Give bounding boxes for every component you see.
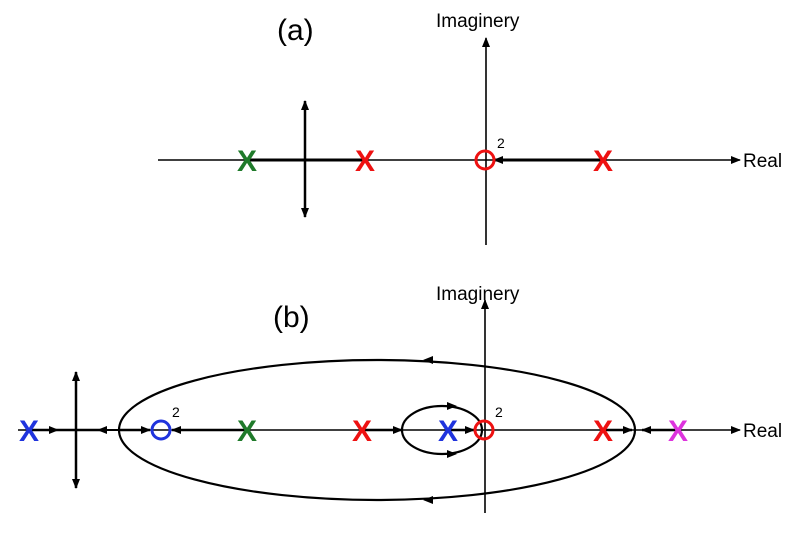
zero-multiplicity-a: 2 <box>497 135 505 151</box>
pole-red-right-b: X <box>593 415 613 448</box>
zero-origin-b <box>473 419 495 441</box>
panel-b-label: (b) <box>273 301 310 334</box>
imaginary-axis-label-a: Imaginery <box>436 11 520 32</box>
zero-blue-left-b <box>150 419 172 441</box>
panel-a-label: (a) <box>277 14 314 47</box>
pole-red-right-a: X <box>593 145 613 178</box>
panel-b: (b) Real Imaginery X 2 X X X <box>18 284 782 513</box>
panel-a: (a) Real Imaginery X X X 2 <box>158 11 782 245</box>
real-axis-label-a: Real <box>743 151 782 172</box>
zero-origin-a <box>474 149 496 171</box>
pole-green-b: X <box>237 415 257 448</box>
pole-blue-left-b: X <box>19 415 39 448</box>
real-axis-label-b: Real <box>743 421 782 442</box>
pole-red-left-a: X <box>355 145 375 178</box>
zero-multiplicity-origin-b: 2 <box>495 404 503 420</box>
pole-magenta-b: X <box>668 415 688 448</box>
zero-multiplicity-left-b: 2 <box>172 404 180 420</box>
pole-blue-center-b: X <box>438 415 458 448</box>
pole-red-left-b: X <box>352 415 372 448</box>
pole-green-a: X <box>237 145 257 178</box>
imaginary-axis-label-b: Imaginery <box>436 284 520 305</box>
